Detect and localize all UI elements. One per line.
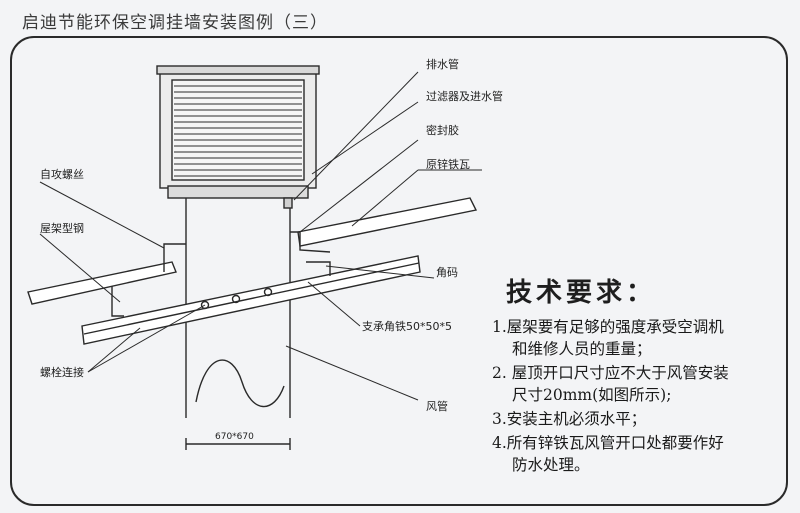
requirement-line: 尺寸20mm(如图所示); bbox=[512, 386, 672, 404]
label-support-angle: 支承角铁50*50*5 bbox=[362, 320, 452, 333]
label-filter-inlet: 过滤器及进水管 bbox=[426, 90, 503, 103]
label-self-tapping-screw: 自攻螺丝 bbox=[40, 168, 84, 181]
requirement-line: 1.屋架要有足够的强度承受空调机 bbox=[492, 318, 724, 336]
ac-unit-base bbox=[167, 185, 309, 199]
roof-steel-bracket bbox=[111, 286, 124, 317]
requirement-line: 2. 屋顶开口尺寸应不大于风管安装 bbox=[492, 364, 729, 382]
airflow-wave bbox=[195, 359, 285, 408]
requirements-heading: 技术要求： bbox=[506, 278, 657, 308]
ac-louvers bbox=[174, 85, 302, 177]
label-galvanized-tile: 原锌铁瓦 bbox=[426, 158, 470, 171]
label-bolt-connection: 螺栓连接 bbox=[40, 366, 84, 379]
leader-lines bbox=[39, 71, 482, 401]
label-sealant: 密封胶 bbox=[426, 124, 459, 137]
page-title: 启迪节能环保空调挂墙安装图例（三） bbox=[22, 13, 328, 33]
drain-outlet bbox=[283, 197, 293, 209]
label-duct-dimension: 670*670 bbox=[215, 432, 254, 442]
corner-code-bracket bbox=[306, 261, 331, 276]
right-flashing bbox=[290, 231, 331, 253]
galvanized-tile-left bbox=[27, 261, 177, 305]
ac-unit-top-cap bbox=[156, 65, 320, 75]
label-corner-code: 角码 bbox=[436, 266, 458, 279]
left-flashing bbox=[163, 243, 186, 272]
diagram-frame bbox=[10, 36, 788, 506]
ac-louver-panel bbox=[171, 79, 305, 181]
requirement-line: 和维修人员的重量； bbox=[512, 340, 652, 358]
support-angle-edge bbox=[83, 262, 420, 335]
requirement-line: 4.所有锌铁瓦风管开口处都要作好 bbox=[492, 434, 724, 452]
requirement-line: 3.安装主机必须水平； bbox=[492, 410, 647, 428]
bolt-hole-3 bbox=[263, 287, 273, 297]
requirement-line: 防水处理。 bbox=[512, 456, 590, 474]
label-roof-steel: 屋架型钢 bbox=[40, 222, 84, 235]
bolt-hole-1 bbox=[200, 300, 210, 310]
galvanized-tile-right bbox=[297, 197, 478, 247]
label-air-duct: 风管 bbox=[426, 400, 448, 413]
label-drain-pipe: 排水管 bbox=[426, 58, 459, 71]
support-angle-iron bbox=[81, 255, 421, 345]
bolt-hole-2 bbox=[231, 294, 241, 304]
